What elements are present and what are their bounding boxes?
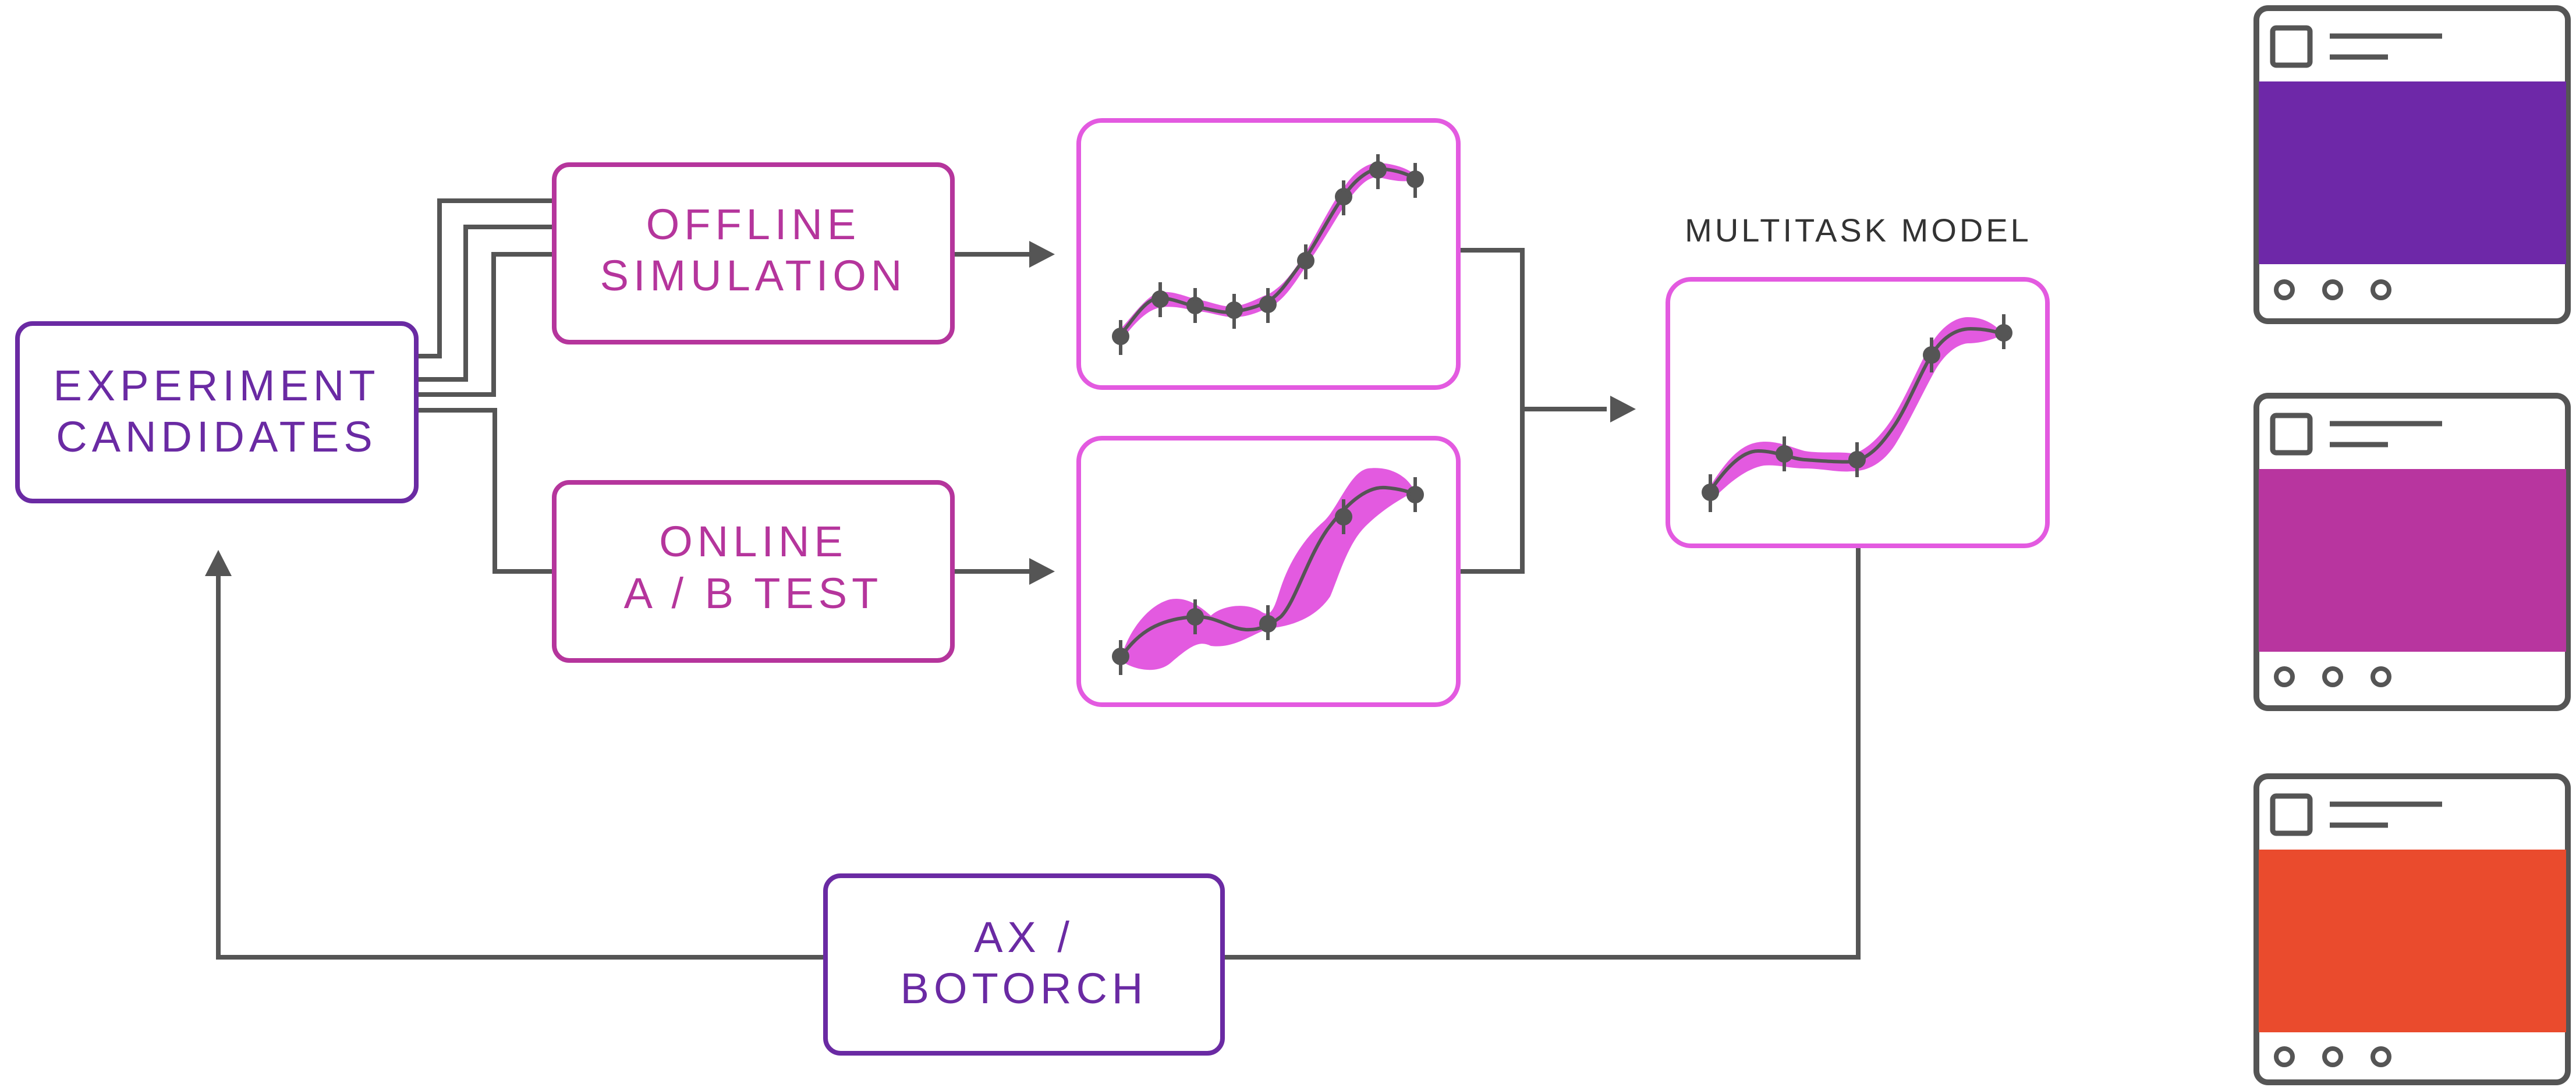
multitask-model-caption: MULTITASK MODEL	[1685, 212, 2032, 248]
card-color-block	[2259, 469, 2566, 652]
connector-experiment-to-offline-2	[416, 225, 554, 382]
arrowhead-multitask	[1610, 396, 1636, 422]
connector-experiment-to-online	[416, 408, 554, 574]
observation-points	[1112, 477, 1424, 675]
node-box	[552, 162, 955, 344]
node-label-line-2: BOTORCH	[901, 964, 1148, 1013]
connector-chart1-merge	[1458, 248, 1525, 574]
mean-curve	[1119, 485, 1418, 659]
node-label-line-2: SIMULATION	[600, 251, 907, 300]
connector-ax-to-experiment	[216, 573, 825, 960]
dot-icon	[2322, 279, 2343, 300]
dot-icon	[2371, 279, 2391, 300]
online-model-panel	[1076, 436, 1461, 707]
connector-experiment-to-offline-1	[416, 198, 554, 358]
card-color-block	[2259, 81, 2566, 264]
node-experiment-candidates: EXPERIMENT CANDIDATES	[15, 321, 419, 503]
observation-points	[1112, 154, 1424, 355]
node-box	[552, 480, 955, 663]
mean-curve	[1707, 326, 2005, 495]
node-offline-simulation: OFFLINE SIMULATION	[552, 162, 955, 344]
dot-icon	[2322, 1046, 2343, 1067]
node-online-ab-test: ONLINE A / B TEST	[552, 480, 955, 663]
checkbox-icon	[2270, 793, 2313, 836]
dot-icon	[2274, 279, 2295, 300]
node-box	[823, 873, 1225, 1056]
arrowhead-offline-chart	[1029, 241, 1055, 268]
observation-points	[1702, 314, 2012, 512]
node-label-line-2: CANDIDATES	[56, 413, 377, 461]
node-label-line-2: A / B TEST	[624, 569, 883, 617]
dot-icon	[2322, 666, 2343, 687]
node-label-line-1: ONLINE	[659, 517, 848, 566]
offline-model-panel	[1076, 118, 1461, 390]
node-label-line-1: OFFLINE	[646, 200, 860, 248]
multitask-model-panel	[1666, 277, 2050, 548]
node-box	[15, 321, 419, 503]
connector-multitask-to-ax	[1223, 546, 1861, 960]
arrowhead-experiment	[205, 550, 232, 576]
dot-icon	[2274, 1046, 2295, 1067]
connectors	[216, 198, 1861, 960]
checkbox-icon	[2270, 25, 2313, 68]
node-ax-botorch: AX / BOTORCH	[823, 873, 1225, 1056]
connector-experiment-to-offline-3	[416, 252, 554, 397]
checkbox-icon	[2270, 413, 2313, 456]
panel-box	[1666, 277, 2050, 548]
card-color-block	[2259, 850, 2566, 1032]
arrowhead-online-chart	[1029, 558, 1055, 585]
panel-box	[1076, 118, 1461, 390]
dot-icon	[2371, 1046, 2391, 1067]
variant-card-2	[2253, 393, 2571, 711]
variant-card-3	[2253, 773, 2571, 1085]
arrowheads	[205, 241, 1636, 585]
node-label-line-1: AX /	[974, 913, 1074, 961]
node-label-line-1: EXPERIMENT	[53, 361, 380, 410]
dot-icon	[2371, 666, 2391, 687]
dot-icon	[2274, 666, 2295, 687]
variant-card-1	[2253, 5, 2571, 324]
